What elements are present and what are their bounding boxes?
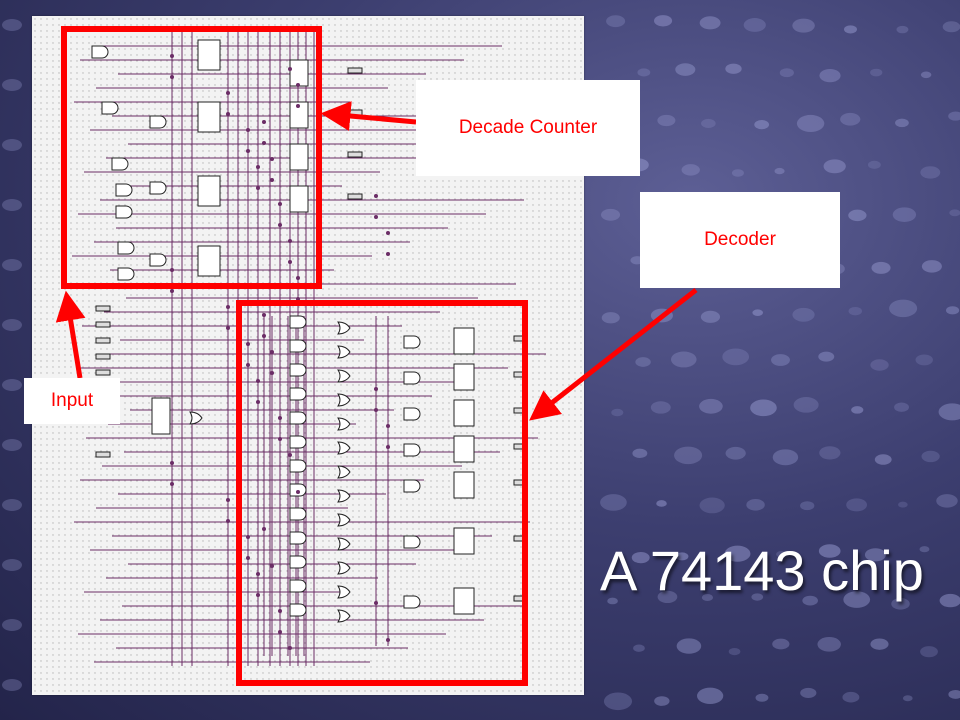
input-label: Input: [24, 378, 120, 424]
arrow-to-decoder: [529, 288, 698, 421]
decade-counter-highlight: [61, 26, 322, 289]
slide-title: A 74143 chip: [600, 539, 924, 602]
decoder-highlight: [236, 300, 528, 686]
junction-dots: [170, 54, 390, 650]
arrow-to-input: [55, 290, 86, 379]
schematic-gates: [91, 39, 525, 623]
arrow-to-decade-counter: [320, 101, 417, 131]
dot-pattern: [2, 15, 960, 711]
decoder-label: Decoder: [640, 192, 840, 288]
decade-counter-label: Decade Counter: [416, 80, 640, 176]
